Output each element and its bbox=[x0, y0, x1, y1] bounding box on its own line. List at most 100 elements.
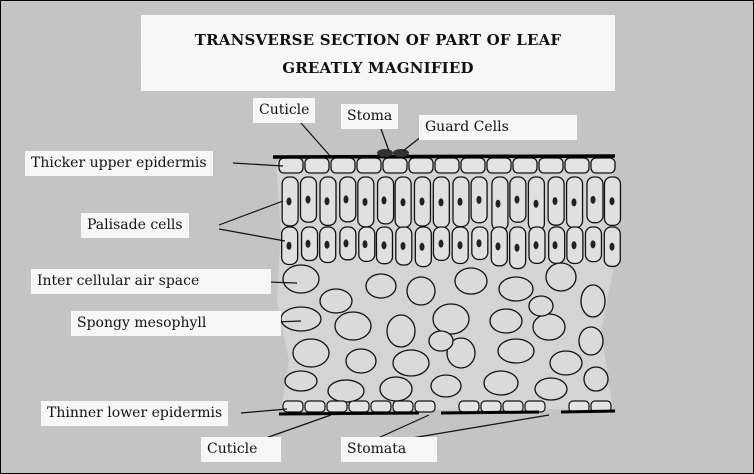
palisade-leader-lower bbox=[219, 229, 285, 241]
spongy-cell bbox=[490, 309, 522, 333]
cell-nucleus bbox=[496, 200, 501, 208]
cell-nucleus bbox=[515, 196, 520, 204]
cell-nucleus bbox=[458, 241, 463, 249]
lower-epidermis-cell bbox=[305, 401, 325, 412]
spongy-cell bbox=[387, 315, 415, 347]
spongy-cell bbox=[533, 314, 565, 340]
spongy-cell bbox=[579, 327, 603, 355]
cell-nucleus bbox=[515, 244, 520, 252]
spongy-cell bbox=[407, 277, 435, 305]
cell-nucleus bbox=[439, 198, 444, 206]
cell-nucleus bbox=[477, 239, 482, 247]
cell-nucleus bbox=[591, 240, 596, 248]
label-cuticle-bottom: Cuticle bbox=[201, 437, 281, 462]
cell-nucleus bbox=[591, 196, 596, 204]
lower-epidermis-cell bbox=[525, 401, 545, 412]
upper-epidermis-cell bbox=[487, 158, 511, 173]
title-box: TRANSVERSE SECTION OF PART OF LEAF GREAT… bbox=[141, 15, 615, 91]
cell-nucleus bbox=[306, 196, 311, 204]
label-guard-cells: Guard Cells bbox=[419, 115, 577, 140]
lower-epidermis-cell bbox=[283, 401, 303, 412]
upper-epidermis-cell bbox=[591, 158, 615, 173]
cell-nucleus bbox=[458, 198, 463, 206]
stomata-leader-1 bbox=[376, 415, 429, 439]
spongy-cell bbox=[328, 380, 364, 402]
spongy-cell bbox=[550, 351, 582, 375]
spongy-cell bbox=[498, 339, 534, 363]
upper-epidermis-cell bbox=[409, 158, 433, 173]
leaf-cells bbox=[276, 158, 620, 412]
upper-epidermis-cell bbox=[435, 158, 459, 173]
cuticle-top-leader bbox=[301, 123, 331, 157]
upper-epidermis-cell bbox=[539, 158, 563, 173]
spongy-cell bbox=[366, 274, 396, 298]
cell-nucleus bbox=[401, 198, 406, 206]
cell-nucleus bbox=[420, 243, 425, 251]
cell-nucleus bbox=[325, 241, 330, 249]
label-upper-epidermis: Thicker upper epidermis bbox=[25, 151, 213, 176]
diagram-title-line-1: TRANSVERSE SECTION OF PART OF LEAF bbox=[141, 31, 615, 49]
stomata-leader-2 bbox=[406, 415, 549, 439]
cell-nucleus bbox=[382, 196, 387, 204]
spongy-cell bbox=[433, 304, 469, 334]
cell-nucleus bbox=[534, 241, 539, 249]
label-palisade-cells: Palisade cells bbox=[81, 213, 189, 238]
lower-epidermis-cell bbox=[371, 401, 391, 412]
cell-nucleus bbox=[572, 198, 577, 206]
guard-cell bbox=[377, 149, 393, 157]
cell-nucleus bbox=[344, 195, 349, 203]
spongy-cell bbox=[431, 375, 461, 397]
guard-cell bbox=[393, 149, 409, 157]
label-spongy-mesophyll: Spongy mesophyll bbox=[71, 311, 281, 336]
upper-cuticle-line bbox=[273, 156, 615, 157]
palisade-leader-upper bbox=[219, 201, 283, 225]
spongy-cell bbox=[281, 307, 321, 331]
cell-nucleus bbox=[382, 241, 387, 249]
spongy-cell bbox=[380, 377, 412, 401]
lower-epidermis-cell bbox=[327, 401, 347, 412]
label-stomata: Stomata bbox=[341, 437, 437, 462]
label-stoma: Stoma bbox=[341, 104, 398, 129]
cell-nucleus bbox=[572, 241, 577, 249]
cell-nucleus bbox=[401, 242, 406, 250]
spongy-cell bbox=[393, 350, 429, 376]
label-intercellular-air-space: Inter cellular air space bbox=[31, 269, 271, 294]
upper-epidermis-cell bbox=[513, 158, 537, 173]
upper-epidermis-cell bbox=[383, 158, 407, 173]
cell-nucleus bbox=[306, 240, 311, 248]
label-lower-epidermis: Thinner lower epidermis bbox=[41, 401, 228, 426]
spongy-cell bbox=[335, 312, 371, 340]
lower-epidermis-leader bbox=[241, 409, 287, 413]
cell-nucleus bbox=[363, 240, 368, 248]
lower-epidermis-cell bbox=[503, 401, 523, 412]
label-cuticle-top: Cuticle bbox=[253, 98, 315, 123]
spongy-cell bbox=[346, 349, 376, 373]
lower-epidermis-cell bbox=[393, 401, 413, 412]
lower-epidermis-cell bbox=[481, 401, 501, 412]
upper-epidermis-cell bbox=[461, 158, 485, 173]
lower-epidermis-cell bbox=[459, 401, 479, 412]
upper-epidermis-leader bbox=[233, 163, 283, 166]
diagram-title-line-2: GREATLY MAGNIFIED bbox=[141, 59, 615, 77]
spongy-cell bbox=[584, 367, 608, 391]
cell-nucleus bbox=[553, 241, 558, 249]
spongy-cell bbox=[429, 331, 453, 351]
cell-nucleus bbox=[287, 197, 292, 205]
cell-nucleus bbox=[534, 200, 539, 208]
cell-nucleus bbox=[610, 197, 615, 205]
cell-nucleus bbox=[287, 242, 292, 250]
spongy-cell bbox=[581, 285, 605, 317]
cell-nucleus bbox=[610, 243, 615, 251]
cell-nucleus bbox=[344, 239, 349, 247]
spongy-cell bbox=[535, 378, 567, 400]
upper-epidermis-cell bbox=[331, 158, 355, 173]
spongy-cell bbox=[529, 296, 553, 316]
spongy-cell bbox=[455, 268, 487, 294]
lower-epidermis-cell bbox=[349, 401, 369, 412]
spongy-cell bbox=[285, 371, 317, 391]
cell-nucleus bbox=[439, 240, 444, 248]
spongy-cell bbox=[293, 339, 329, 367]
cell-nucleus bbox=[363, 198, 368, 206]
cell-nucleus bbox=[325, 197, 330, 205]
